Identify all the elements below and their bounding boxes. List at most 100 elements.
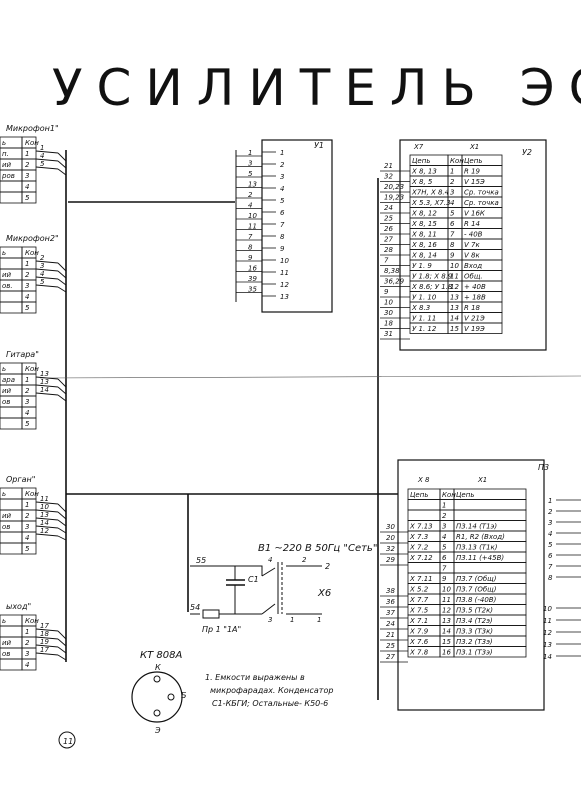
x8-header-cell: Кон — [442, 491, 456, 499]
fuse-symbol — [202, 609, 220, 619]
x7-cell: 10 — [450, 262, 459, 270]
u1-input-num: 10 — [248, 212, 257, 220]
x8-cell: П3.5 (Т2к) — [456, 607, 493, 615]
x8-cell: 9 — [442, 575, 447, 583]
x7-wire-num: 19,23 — [384, 194, 404, 202]
left-wire-num: 5 — [40, 160, 45, 168]
left-cell: 3 — [25, 398, 29, 406]
left-cell: ий — [2, 639, 12, 647]
x8-cell: П3.4 (Т2э) — [456, 617, 493, 625]
x7-cell: + 40В — [464, 283, 486, 291]
u1-pin: 5 — [280, 197, 285, 205]
left-cell: 4 — [25, 293, 29, 301]
x8-x1-label: Х1 — [477, 476, 487, 484]
left-cell: 5 — [25, 420, 30, 428]
p3-pin: 6 — [548, 552, 553, 560]
left-wire-num: 2 — [40, 254, 45, 262]
x8-wire-num: 36 — [386, 598, 395, 606]
x7-cell: V 16К — [464, 210, 486, 218]
x8-cell: 6 — [442, 554, 447, 562]
x8-cell: П3.8 (-40В) — [456, 596, 497, 604]
u1-pin: 7 — [280, 221, 285, 229]
x8-cell: 11 — [442, 596, 451, 604]
x7-cell: 8 — [450, 241, 455, 249]
x7-cell: У 1.8; Х 8.9 — [412, 273, 453, 281]
left-wire-num: 3 — [40, 262, 44, 270]
x8-wire-num: 32 — [386, 545, 395, 553]
u1-input-num: 3 — [248, 160, 252, 168]
u2-box — [399, 139, 547, 351]
power-label: В1 ~220 В 50Гц "Сеть" — [258, 543, 377, 554]
x7-wire-num: 7 — [384, 257, 389, 265]
x7-cell: Х 8, 5 — [411, 178, 433, 186]
left-wire-num: 10 — [40, 503, 49, 511]
x7-cell: Х 8, 16 — [411, 241, 437, 249]
left-wire-num: 13 — [40, 378, 49, 386]
x8-cell: П3.11 (+45В) — [456, 554, 504, 562]
p3-pin: 12 — [543, 629, 552, 637]
x7-cell: У 1. 12 — [412, 325, 437, 333]
u1-pin: 2 — [280, 161, 285, 169]
x7-cell: Х 8.6; У 1.8 — [411, 283, 453, 291]
pin-3: 3 — [268, 616, 272, 624]
x8-cell: Х 7.1 — [409, 617, 428, 625]
left-wire-num: 14 — [40, 519, 49, 527]
x7-cell: R 19 — [464, 168, 481, 176]
x7-cell: - 40В — [464, 231, 483, 239]
p3-pin: 14 — [543, 653, 552, 661]
x8-cell: 7 — [442, 565, 447, 573]
x1-label: Х1 — [469, 143, 479, 151]
left-cell: 1 — [25, 260, 29, 268]
x7-header-cell: Цепь — [412, 157, 430, 165]
x7-cell: 13 — [450, 304, 459, 312]
x7-cell: У 1. 9 — [412, 262, 432, 270]
u1-input-num: 9 — [248, 254, 253, 262]
pin-1: 1 — [290, 616, 294, 624]
left-wire-num: 17 — [40, 622, 49, 630]
left-wire-num: 19 — [40, 638, 49, 646]
wire-54: 54 — [190, 603, 200, 612]
left-wire-num: 13 — [40, 370, 49, 378]
note-line-1: 1. Емкости выражены в — [205, 673, 305, 682]
u1-pin: 8 — [280, 233, 285, 241]
x8-wire-num: 30 — [386, 523, 395, 531]
x7-cell: 7 — [450, 231, 455, 239]
left-cell: 4 — [25, 661, 29, 669]
x8-cell: П3.1 (Т3э) — [456, 649, 493, 657]
left-cell: 2 — [25, 161, 30, 169]
p3-pin: 5 — [548, 541, 553, 549]
note-line-3: С1-КБГИ; Остальные- К50-6 — [212, 699, 328, 708]
x8-cell: 14 — [442, 628, 451, 636]
x7-cell: 4 — [450, 199, 454, 207]
x6-label: Х6 — [317, 588, 331, 599]
x7-cell: Х 8.3 — [411, 304, 430, 312]
p3-pin: 1 — [548, 497, 552, 505]
u1-input-num: 5 — [248, 170, 253, 178]
x7-cell: Ср. точка — [464, 189, 499, 197]
left-cell: 2 — [25, 271, 30, 279]
x8-cell: Х 7.5 — [409, 607, 429, 615]
left-wire-num: 18 — [40, 630, 49, 638]
x7-wire-num: 25 — [384, 215, 393, 223]
x7-cell: Х 5.3, Х7.3 — [411, 199, 451, 207]
x7-cell: Х 8, 14 — [411, 252, 437, 260]
pin-k-label: К — [155, 663, 161, 672]
x8-header-cell: Цепь — [456, 491, 474, 499]
left-cell: 1 — [25, 376, 29, 384]
left-cell: 4 — [25, 409, 29, 417]
x7-wire-num: 18 — [384, 320, 393, 328]
x8-cell: Х 7.13 — [409, 523, 433, 531]
left-cell: ара — [2, 376, 15, 384]
main-bus — [65, 150, 398, 700]
x7-wire-num: 27 — [384, 236, 393, 244]
pin-b-label: Б — [181, 691, 187, 700]
left-cell: 1 — [25, 150, 29, 158]
left-cell: 3 — [25, 650, 29, 658]
left-cell: 2 — [25, 387, 30, 395]
left-cell: Кон — [25, 139, 39, 147]
u1-input-num: 16 — [248, 265, 257, 273]
